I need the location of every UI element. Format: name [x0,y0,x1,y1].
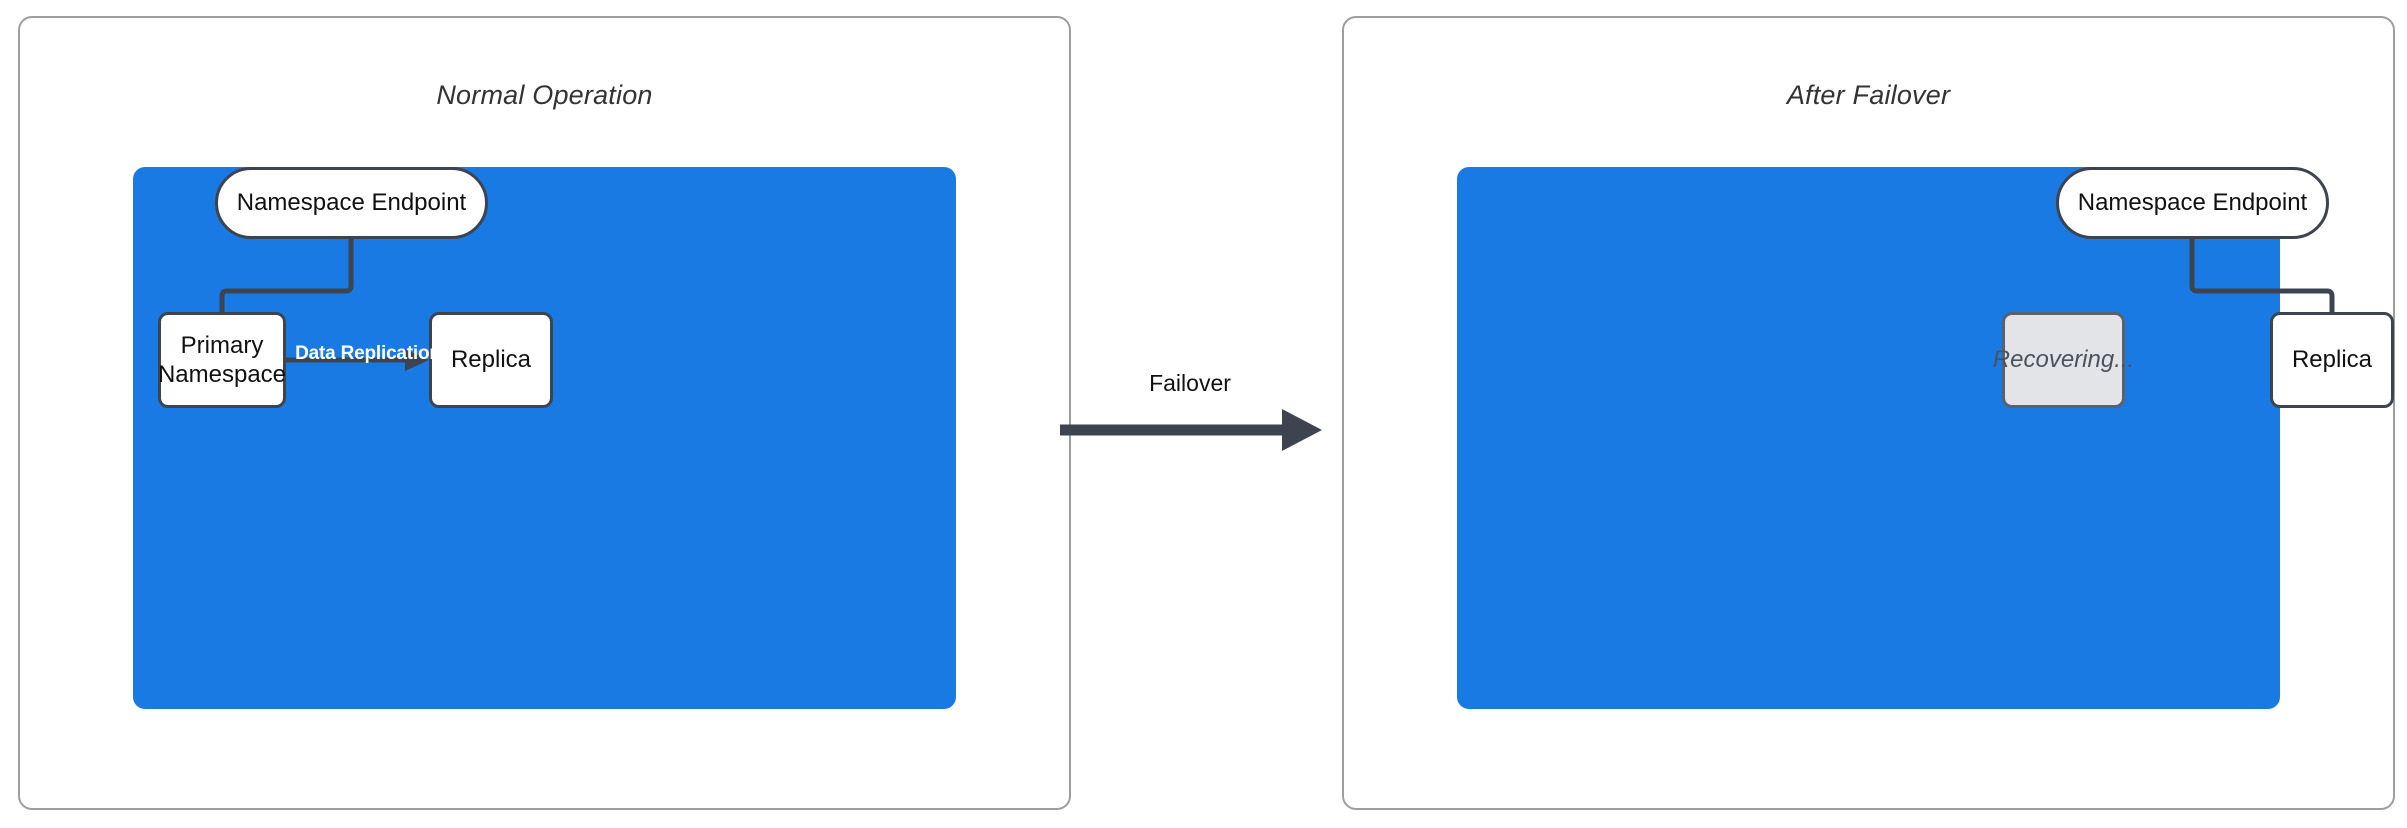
failover-arrow-icon [1060,409,1322,451]
node-namespace-endpoint-failover[interactable]: Namespace Endpoint [2056,167,2329,239]
node-replica-normal[interactable]: Replica [429,312,553,408]
panel-title-after-failover: After Failover [1786,80,1951,110]
panel-after-failover: After Failover Namespace Endpoint Recove… [1342,16,2395,810]
failover-transition: Failover [1060,370,1350,498]
node-replica-failover[interactable]: Replica [2270,312,2394,408]
cluster-after-failover [1457,167,2280,709]
cluster-normal-operation [133,167,956,709]
node-primary-line-2: Namespace [157,361,287,388]
node-recovering[interactable]: Recovering... [1993,312,2134,408]
node-primary-namespace[interactable]: Primary Namespace [158,312,286,408]
node-primary-namespace-label: Primary Namespace [158,331,286,390]
failover-arrow-label: Failover [1149,370,1231,396]
panel-normal-operation: Normal Operation Namespace Endpoint Prim… [18,16,1071,810]
node-primary-line-1: Primary [180,331,264,359]
node-namespace-endpoint-normal[interactable]: Namespace Endpoint [215,167,488,239]
panel-title-normal-operation: Normal Operation [436,80,653,110]
edge-label-data-replication: Data Replication [295,343,441,364]
